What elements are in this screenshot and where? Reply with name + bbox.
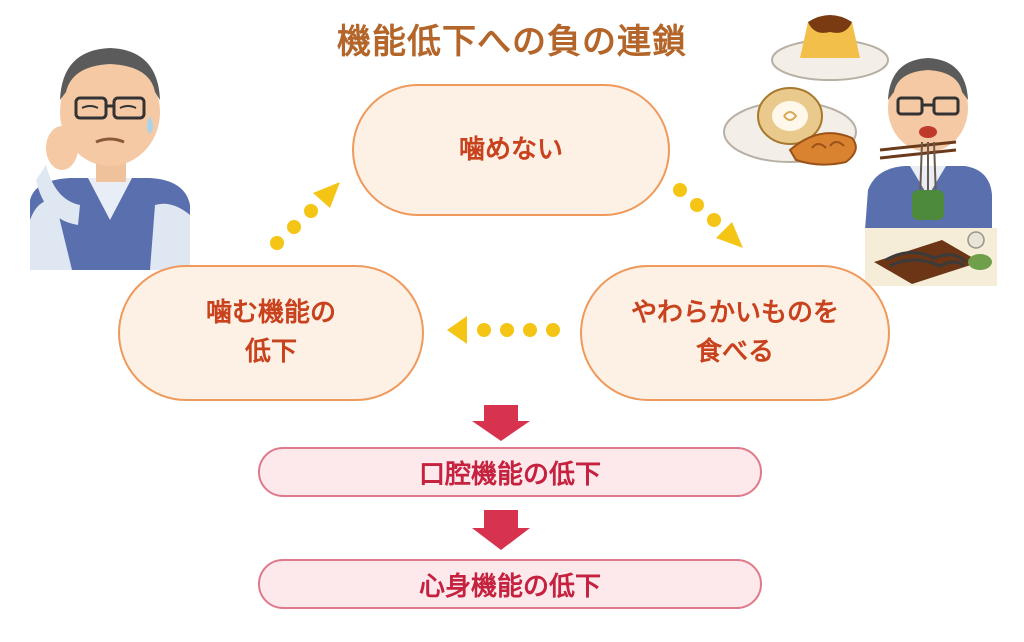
result-oral-function-decline: 口腔機能の低下 [258,447,762,497]
desserts-illustration [723,15,889,166]
arrow-left-to-top [270,182,340,250]
soba-noodles-tray-icon [865,228,997,286]
elderly-man-eating-soft-food-illustration [865,58,992,230]
result-label: 心身機能の低下 [418,571,601,602]
cycle-node-label-line2: 食べる [695,337,774,367]
result-label: 口腔機能の低下 [418,459,601,490]
cycle-node-label-line1: 噛む機能の [205,298,336,328]
arrow-right-to-left [447,316,560,344]
arrow-top-to-right [673,183,743,248]
down-arrow-1 [472,405,530,441]
cycle-node-label: 噛めない [458,134,563,165]
diagram-title: 機能低下への負の連鎖 [337,22,687,62]
worried-elderly-man-illustration [30,48,190,270]
result-mind-body-function-decline: 心身機能の低下 [258,559,762,609]
cycle-node-chewing-decline: 噛む機能の 低下 [118,265,424,401]
cycle-node-label-line2: 低下 [244,337,297,367]
cycle-node-eat-soft-food: やわらかいものを 食べる [580,265,890,401]
down-arrow-2 [472,510,530,550]
cycle-node-cannot-chew: 噛めない [352,84,670,216]
croissant-icon [788,132,857,166]
cycle-node-label-line1: やわらかいものを [630,298,839,328]
